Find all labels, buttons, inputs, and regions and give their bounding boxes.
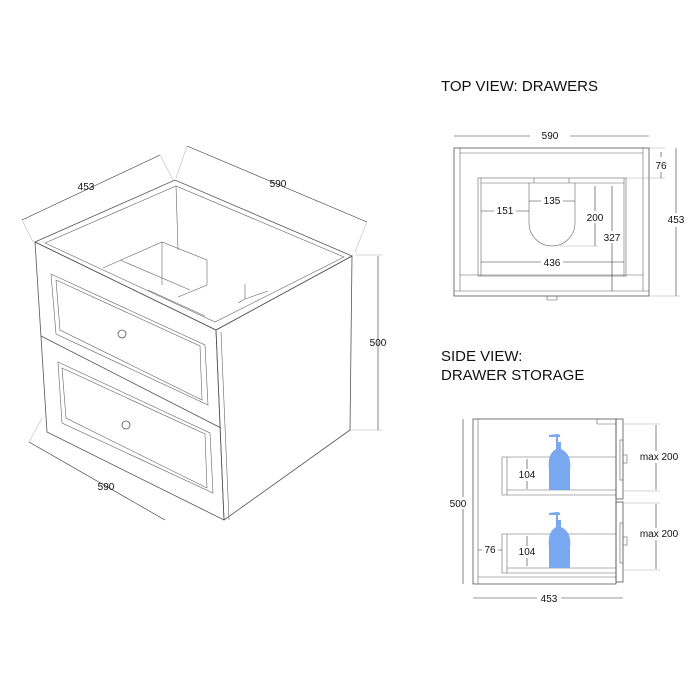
- upper-bottle-icon: [548, 434, 571, 490]
- top-depth-label: 453: [668, 215, 685, 226]
- iso-height-label: 500: [370, 338, 387, 349]
- side-height-label: 500: [450, 499, 467, 510]
- upper-drawer-knob-icon: [117, 329, 127, 339]
- top-cutout-depth-label: 200: [587, 213, 604, 224]
- top-setback-label: 76: [655, 161, 667, 172]
- lower-inner-height-label: 104: [519, 547, 536, 558]
- back-gap-label: 76: [484, 545, 496, 556]
- iso-depth-label: 453: [78, 182, 95, 193]
- lower-drawer-knob-icon: [121, 420, 131, 430]
- top-view: TOP VIEW: DRAWERS 590 76 453: [441, 78, 686, 301]
- top-drawer-width-label: 436: [544, 258, 561, 269]
- side-depth-label: 453: [541, 594, 558, 605]
- iso-width-bottom-label: 590: [98, 482, 115, 493]
- side-view-title-line1: SIDE VIEW:: [441, 348, 522, 365]
- upper-inner-height-label: 104: [519, 470, 536, 481]
- lower-max-label: max 200: [640, 529, 679, 540]
- lower-bottle-icon: [548, 512, 571, 568]
- top-cutout-width-label: 135: [544, 196, 561, 207]
- side-view: SIDE VIEW: DRAWER STORAGE 104: [441, 348, 684, 605]
- iso-width-label: 590: [270, 179, 287, 190]
- top-width-label: 590: [542, 131, 559, 142]
- side-view-title-line2: DRAWER STORAGE: [441, 367, 584, 384]
- upper-max-label: max 200: [640, 452, 679, 463]
- lower-handle-icon: [622, 536, 628, 546]
- top-side-clearance-label: 151: [497, 206, 514, 217]
- upper-handle-icon: [622, 454, 628, 464]
- top-view-title: TOP VIEW: DRAWERS: [441, 78, 598, 95]
- isometric-view: 453 590 500 590: [21, 145, 387, 521]
- top-drawer-depth-label: 327: [604, 233, 621, 244]
